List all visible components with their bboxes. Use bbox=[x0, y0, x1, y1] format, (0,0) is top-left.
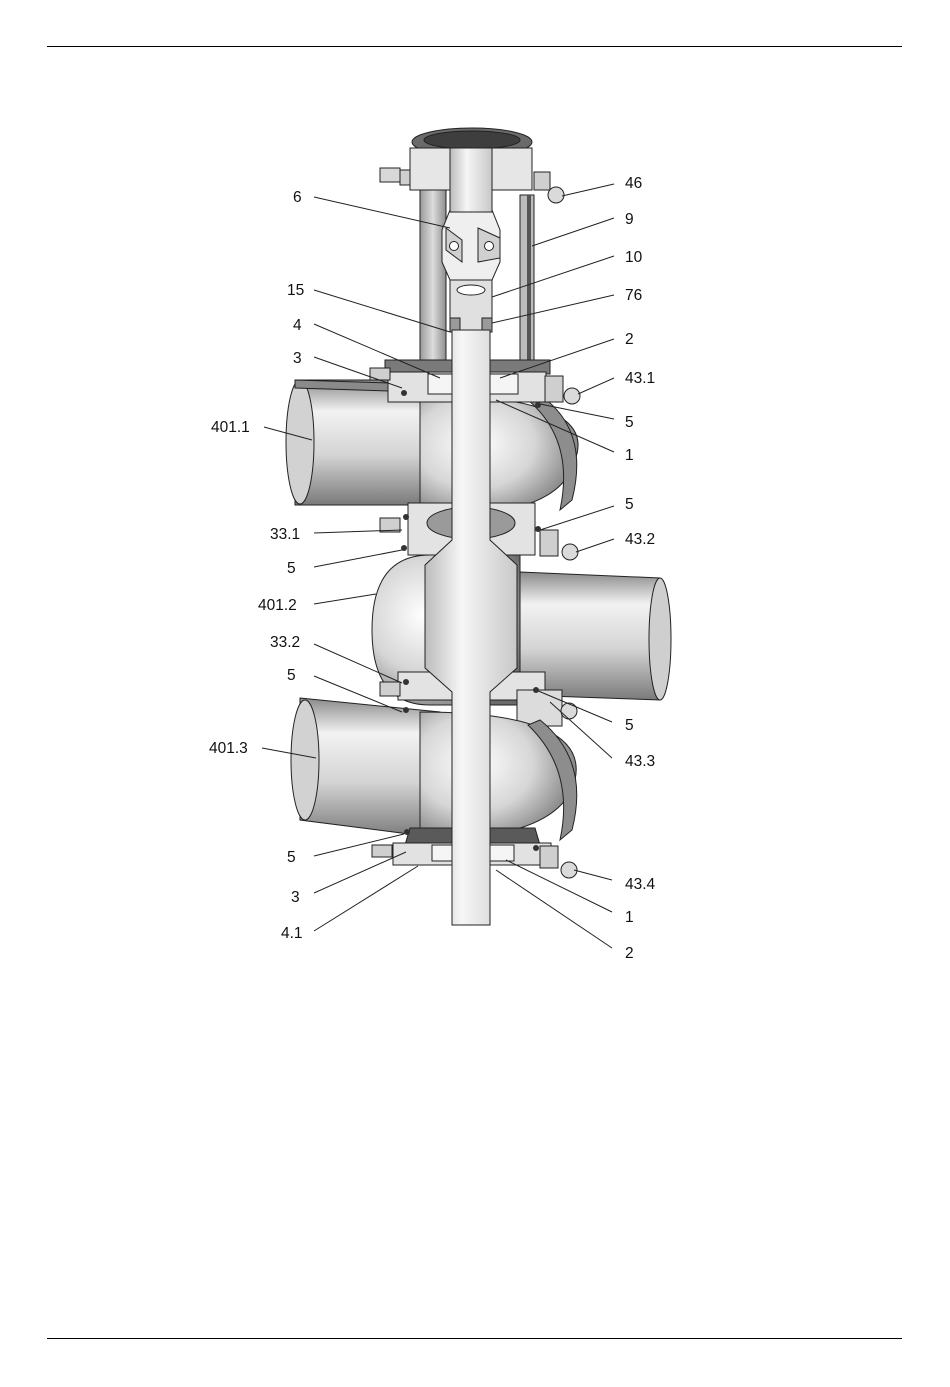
stem-coupling bbox=[442, 210, 500, 332]
label-5-f: 5 bbox=[287, 849, 296, 866]
label-401-2: 401.2 bbox=[258, 597, 297, 614]
clamp-knob-top bbox=[548, 187, 564, 203]
label-4-1: 4.1 bbox=[281, 925, 303, 942]
label-43-1: 43.1 bbox=[625, 370, 655, 387]
label-5-b: 5 bbox=[625, 496, 634, 513]
label-401-3: 401.3 bbox=[209, 740, 248, 757]
label-43-4: 43.4 bbox=[625, 876, 656, 893]
label-76: 76 bbox=[625, 287, 642, 304]
label-46: 46 bbox=[625, 175, 642, 192]
label-6: 6 bbox=[293, 189, 302, 206]
label-5-e: 5 bbox=[625, 717, 634, 734]
label-5-a: 5 bbox=[625, 414, 634, 431]
label-1-bot: 1 bbox=[625, 909, 634, 926]
label-5-c: 5 bbox=[287, 560, 296, 577]
label-2-top: 2 bbox=[625, 331, 634, 348]
label-9: 9 bbox=[625, 211, 634, 228]
label-2-bot: 2 bbox=[625, 945, 634, 962]
label-401-1: 401.1 bbox=[211, 419, 250, 436]
label-3-top: 3 bbox=[293, 350, 302, 367]
label-1-top: 1 bbox=[625, 447, 634, 464]
label-10: 10 bbox=[625, 249, 643, 266]
label-33-1: 33.1 bbox=[270, 526, 300, 543]
label-33-2: 33.2 bbox=[270, 634, 300, 651]
label-43-2: 43.2 bbox=[625, 531, 655, 548]
label-5-d: 5 bbox=[287, 667, 296, 684]
label-15: 15 bbox=[287, 282, 304, 299]
label-4: 4 bbox=[293, 317, 302, 334]
label-43-3: 43.3 bbox=[625, 753, 655, 770]
pipe-401-3 bbox=[291, 698, 440, 838]
label-3-bot: 3 bbox=[291, 889, 300, 906]
